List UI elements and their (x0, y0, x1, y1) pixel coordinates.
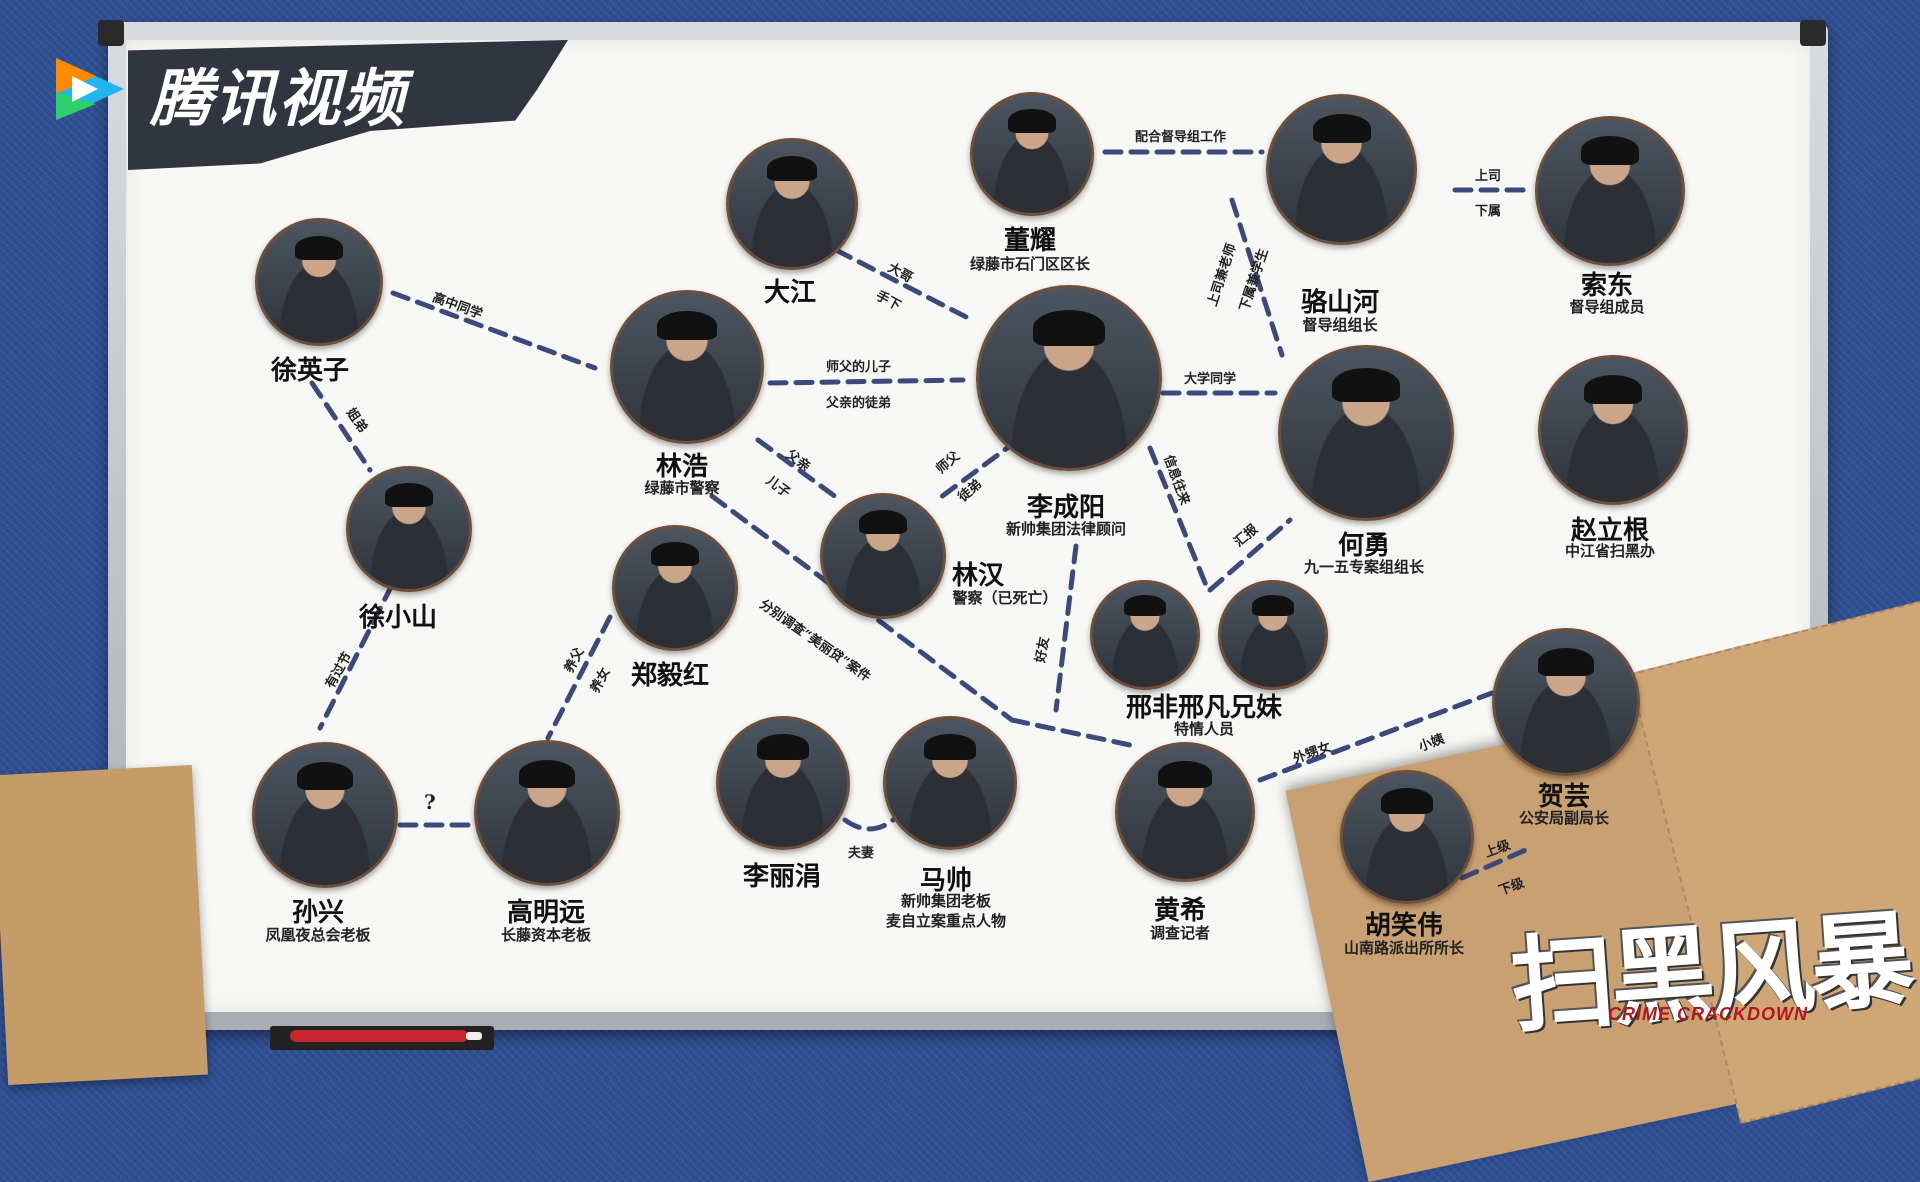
name-mashuai: 马帅 (919, 866, 973, 896)
name-luoshanhe: 骆山河 (1300, 288, 1380, 318)
role-suodong: 督导组成员 (1569, 298, 1645, 316)
portrait-zhaoligen (1538, 355, 1688, 505)
name-dajiang: 大江 (763, 278, 817, 308)
portrait-lilijuan (716, 716, 850, 850)
name-linhao: 林浩 (655, 452, 709, 482)
name-lichengyang: 李成阳 (1026, 493, 1106, 523)
role-linhao: 绿藤市警察 (644, 479, 720, 497)
relation-label: 上司 (1475, 169, 1502, 184)
role-linhan: 警察（已死亡） (952, 589, 1058, 607)
portrait-dajiang (726, 138, 858, 270)
role-gaomingyuan: 长藤资本老板 (500, 926, 592, 944)
portrait-zhengyihong (612, 525, 738, 651)
relationship-lines (309, 149, 1533, 881)
portrait-xuxiaoshan (346, 466, 472, 592)
brand-logo-text: 腾讯视频 (150, 62, 407, 135)
portrait-mashuai (883, 716, 1017, 850)
name-xuyingzi: 徐英子 (270, 356, 350, 386)
name-suodong: 索东 (1580, 271, 1634, 301)
portrait-sunxing (252, 742, 398, 888)
relation-label: 父亲的徒弟 (826, 396, 892, 411)
portrait-gaomingyuan (474, 740, 620, 886)
name-lilijuan: 李丽涓 (742, 862, 822, 892)
role-luoshanhe: 督导组组长 (1302, 316, 1378, 334)
portrait-huxiaowei (1340, 770, 1474, 904)
portrait-xingfei (1090, 580, 1200, 690)
relation-label: 师父的儿子 (826, 360, 892, 375)
role-zhaoligen: 中江省扫黑办 (1564, 542, 1656, 560)
name-huxiaowei: 胡笑伟 (1364, 911, 1444, 941)
portrait-heyun (1492, 628, 1640, 776)
role-dongyao: 绿藤市石门区区长 (969, 255, 1091, 273)
frame-corner (98, 20, 124, 46)
portrait-suodong (1535, 116, 1685, 266)
role-heyun: 公安局副局长 (1518, 809, 1610, 827)
relation-label: 下属 (1475, 204, 1502, 219)
name-heyong: 何勇 (1337, 531, 1391, 561)
name-xuxiaoshan: 徐小山 (358, 603, 438, 633)
name-dongyao: 董耀 (1003, 226, 1057, 256)
portrait-dongyao (970, 92, 1094, 216)
name-gaomingyuan: 高明远 (506, 898, 586, 928)
role-heyong: 九一五专案组组长 (1303, 558, 1425, 576)
relation-label: 大学同学 (1184, 372, 1237, 387)
role-mashuai: 新帅集团老板 (900, 892, 992, 910)
portrait-heyong (1278, 345, 1454, 521)
show-title: 扫黑风暴 (1506, 897, 1915, 1048)
name-linhan: 林汉 (951, 561, 1005, 591)
tencent-video-logo-icon (56, 58, 124, 120)
name-zhaoligen: 赵立根 (1570, 516, 1650, 546)
role-huangxi: 调查记者 (1149, 924, 1211, 942)
relation-label: ? (424, 790, 436, 814)
name-sunxing: 孙兴 (291, 898, 345, 928)
show-title-en: CRIME CRACKDOWN (1608, 1004, 1808, 1024)
portrait-xingfan (1218, 580, 1328, 690)
portrait-huangxi (1115, 742, 1255, 882)
frame-corner (1800, 20, 1826, 46)
role-xingfei: 特情人员 (1173, 720, 1235, 738)
role-huxiaowei: 山南路派出所所长 (1343, 939, 1465, 957)
portrait-linhan (820, 493, 946, 619)
portrait-luoshanhe (1266, 94, 1417, 245)
portrait-xuyingzi (255, 218, 383, 346)
portrait-lichengyang (976, 285, 1162, 471)
red-marker (290, 1030, 482, 1042)
name-xingfei: 邢非邢凡兄妹 (1125, 693, 1283, 723)
role-lichengyang: 新帅集团法律顾问 (1005, 520, 1127, 538)
relation-label: 夫妻 (848, 846, 875, 861)
name-zhengyihong: 郑毅红 (630, 661, 710, 691)
portrait-linhao (610, 290, 764, 444)
name-huangxi: 黄希 (1153, 896, 1207, 926)
relation-label: 配合督导组工作 (1135, 130, 1227, 145)
name-heyun: 贺芸 (1537, 782, 1591, 812)
role-sunxing: 凤凰夜总会老板 (265, 926, 371, 944)
role2-mashuai: 麦自立案重点人物 (885, 912, 1007, 930)
